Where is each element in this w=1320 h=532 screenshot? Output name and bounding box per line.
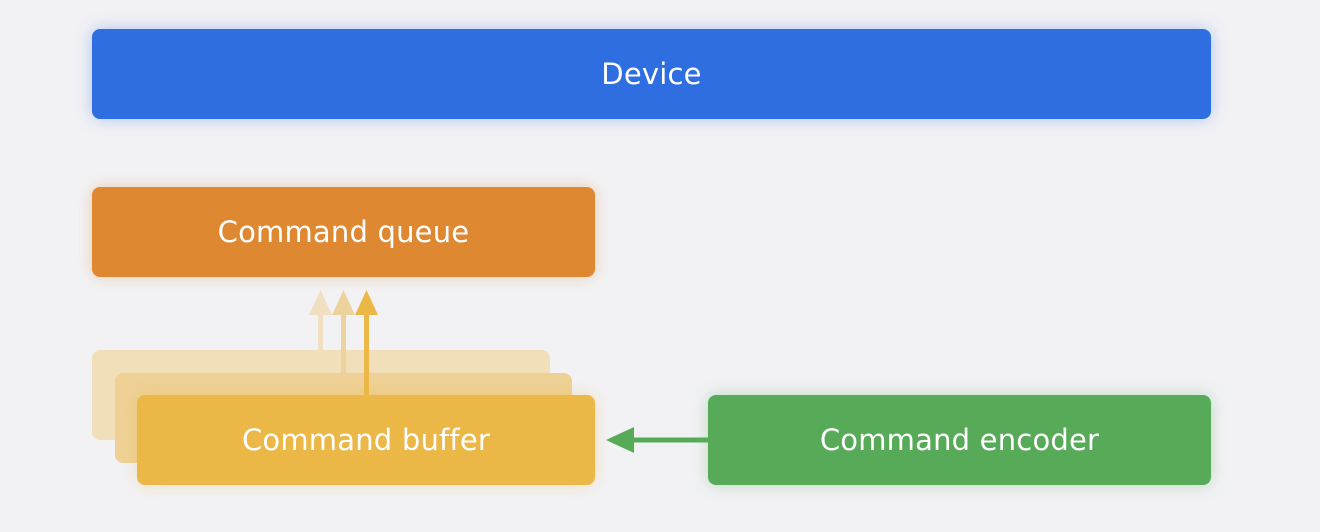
command-buffer-label: Command buffer [241, 423, 491, 457]
command-encoder-label: Command encoder [819, 423, 1100, 457]
command-encoder-box: Command encoder [708, 395, 1211, 485]
submit-arrow-faded-2 [332, 290, 355, 374]
command-buffer-box: Command buffer [137, 395, 595, 485]
submit-arrow-faded-1 [309, 290, 332, 352]
submit-arrow [355, 290, 378, 396]
device-box: Device [92, 29, 1211, 119]
encode-arrow [606, 427, 708, 453]
device-label: Device [601, 57, 702, 91]
command-queue-label: Command queue [217, 215, 470, 249]
command-queue-box: Command queue [92, 187, 595, 277]
